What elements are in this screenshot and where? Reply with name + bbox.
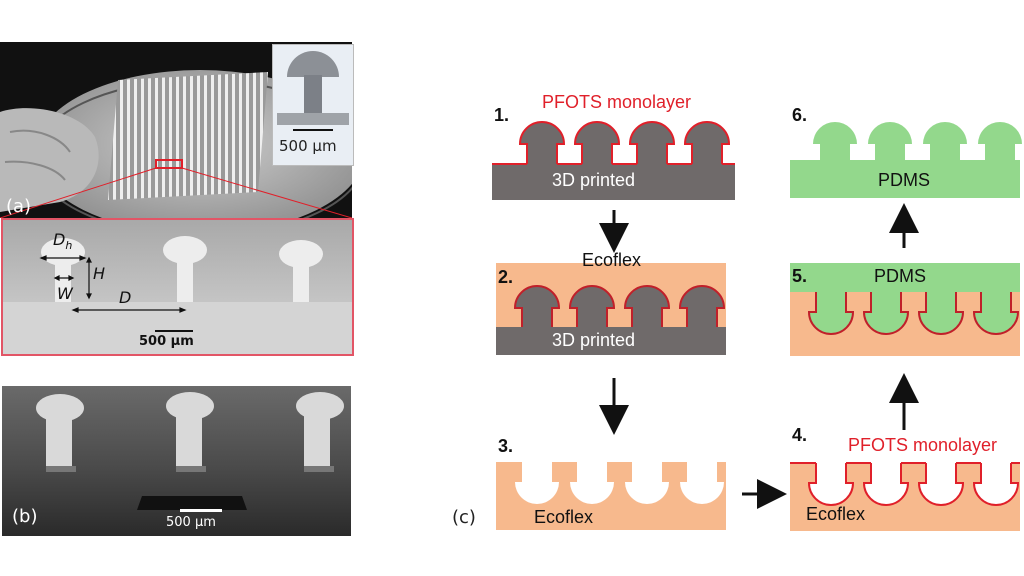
- step-4-mold-label: Ecoflex: [806, 504, 866, 524]
- pillar-array: [108, 72, 268, 200]
- step-3-number: 3.: [498, 436, 514, 456]
- step-3-ecoflex-mold: [496, 462, 726, 530]
- step-4-monolayer-label: PFOTS monolayer: [848, 435, 998, 455]
- thumb: [0, 108, 99, 212]
- step-5-top-label: PDMS: [874, 266, 927, 286]
- step-4-coated-mold: [790, 462, 1020, 531]
- step-1-number: 1.: [494, 105, 510, 125]
- process-arrows: [599, 203, 919, 509]
- step-1-pillars: [518, 121, 731, 164]
- dim-label-dh: Dh: [53, 230, 72, 252]
- dim-dh-subscript: h: [65, 239, 73, 253]
- step-6-number: 6.: [792, 105, 808, 125]
- zoom-region-box: [155, 159, 183, 169]
- step-1-monolayer-label: PFOTS monolayer: [542, 92, 692, 112]
- step-3-mold-label: Ecoflex: [534, 507, 594, 527]
- step-5-number: 5.: [792, 266, 808, 286]
- panel-a-zoom: Dh H W D 500 µm: [1, 218, 354, 356]
- dim-label-h: H: [93, 264, 106, 283]
- panel-c-label: (c): [452, 507, 476, 528]
- panel-a-label: (a): [6, 196, 32, 217]
- panel-b-scale-text: 500 µm: [166, 515, 216, 530]
- dim-dh-text: D: [53, 230, 66, 249]
- step-2-number: 2.: [498, 267, 514, 287]
- zoom-scale-text: 500 µm: [139, 334, 194, 349]
- step-6-base-label: PDMS: [878, 170, 931, 190]
- panel-b-sem-art: [2, 386, 351, 536]
- panel-b-scale-bar: [180, 509, 222, 512]
- panel-b-label: (b): [12, 506, 38, 527]
- panel-b-photo: (b) 500 µm: [2, 386, 351, 536]
- zoom-scale-bar: [155, 330, 193, 332]
- step-1-printed-template: [492, 121, 735, 200]
- step-1-base-label: 3D printed: [552, 170, 636, 190]
- step-2-ecoflex-cast: [496, 263, 726, 355]
- step-2-base-label: 3D printed: [552, 330, 636, 350]
- step-4-number: 4.: [792, 425, 808, 445]
- pillar-render-inset: 500 µm: [272, 44, 354, 166]
- dim-label-w: W: [57, 284, 73, 303]
- step-2-top-label: Ecoflex: [582, 250, 642, 270]
- step-5-pdms-cast: [790, 263, 1020, 356]
- inset-scale-text: 500 µm: [279, 137, 337, 155]
- inset-scale-bar: [293, 129, 333, 131]
- dim-label-d: D: [119, 288, 132, 307]
- step-6-pdms-replica: [790, 122, 1022, 198]
- mushroom-pillar-render: [277, 51, 349, 125]
